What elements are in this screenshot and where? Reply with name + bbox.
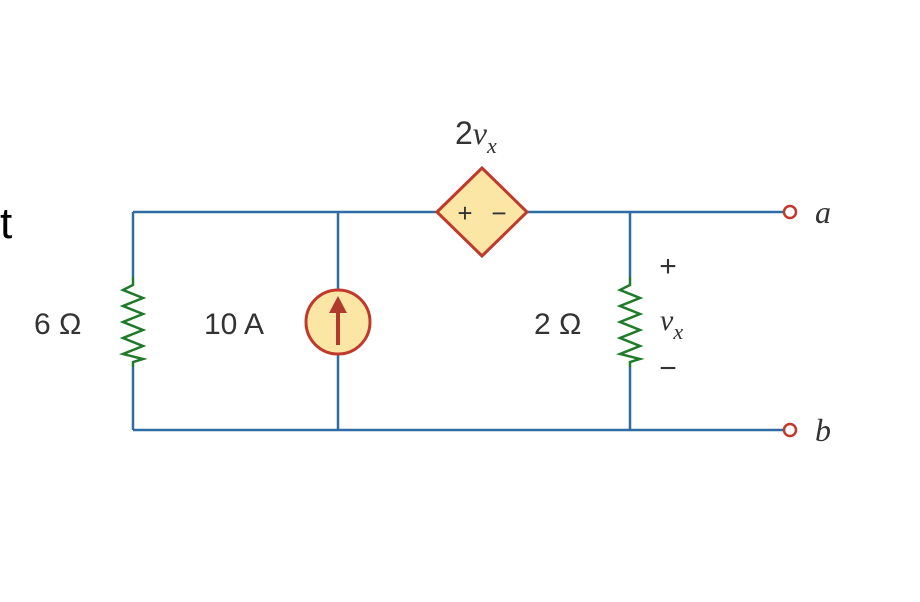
vx-label: vx — [660, 304, 683, 344]
resistor-2-ohm-label: 2 Ω — [534, 308, 581, 341]
resistor-6-ohm — [118, 277, 148, 367]
resistor-2-ohm — [615, 277, 645, 367]
vx-plus-sign: + — [659, 250, 677, 283]
terminal-b-label: b — [815, 412, 831, 448]
current-source-label: 10 A — [204, 308, 264, 341]
dependent-source-label: 2vx — [455, 115, 497, 158]
vx-minus-sign: − — [659, 352, 677, 385]
dependent-voltage-source — [434, 165, 530, 259]
terminal-b — [782, 422, 798, 438]
edge-text-fragment: t — [0, 199, 12, 248]
arrow-up-icon — [329, 296, 347, 345]
resistor-6-ohm-label: 6 Ω — [34, 308, 81, 341]
terminal-a — [782, 204, 798, 220]
dependent-source-minus: − — [491, 198, 506, 228]
dependent-source-plus: + — [457, 198, 472, 228]
terminal-a-label: a — [815, 194, 831, 230]
circuit-wires — [131, 210, 785, 432]
